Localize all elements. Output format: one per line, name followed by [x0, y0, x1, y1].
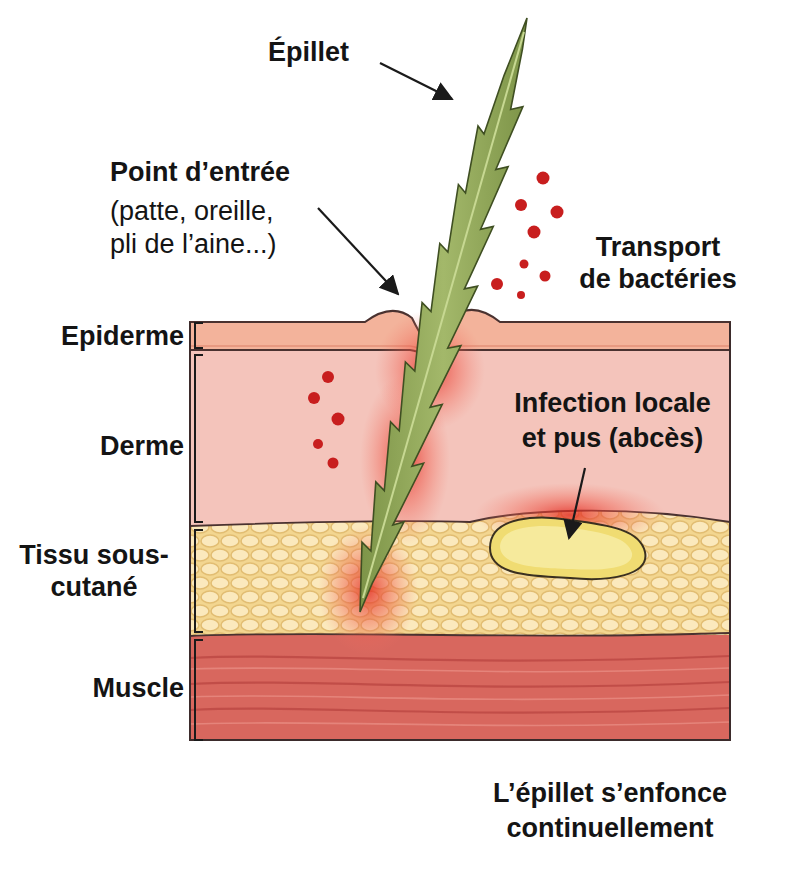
- fat-tissue: [190, 511, 730, 635]
- muscle-fibre: [190, 695, 730, 699]
- layer-label: Muscle: [4, 635, 184, 740]
- bacterium: [551, 206, 564, 219]
- bacterium: [308, 392, 320, 404]
- bracket: [195, 640, 203, 740]
- layer-label: Tissu sous-cutané: [4, 516, 184, 626]
- muscle-fibre: [190, 656, 730, 661]
- annotation-label: Point d’entrée: [110, 155, 340, 189]
- grass-awn: [360, 18, 527, 612]
- annotation-label: Infection locale et pus (abcès): [505, 386, 720, 456]
- annotation-label: L’épillet s’enfonce continuellement: [480, 776, 740, 846]
- layer-boundary: [190, 633, 730, 636]
- bacterium: [328, 458, 339, 469]
- abscess-pus: [500, 526, 632, 570]
- layer-label: Derme: [4, 358, 184, 533]
- inflammation: [318, 310, 665, 655]
- layer-brackets: [195, 323, 203, 740]
- annotation-label: Épillet: [268, 35, 398, 69]
- bacterium: [515, 199, 527, 211]
- bracket: [195, 323, 203, 348]
- leader-arrow: [380, 63, 452, 99]
- inflammation-glow: [475, 483, 665, 547]
- layer-label: Epiderme: [4, 322, 184, 350]
- muscle-fibre: [190, 722, 730, 725]
- leader-arrow: [318, 208, 398, 294]
- tissue-outline: [190, 322, 730, 740]
- bacterium: [528, 226, 541, 239]
- annotation-label: Transport de bactéries: [578, 231, 738, 295]
- muscle-fibre: [190, 682, 730, 687]
- tissue-layer: Epiderme: [190, 322, 730, 350]
- bracket: [195, 355, 203, 522]
- tissue-layer: Tissu sous-cutané: [190, 525, 730, 635]
- awn-midrib: [363, 32, 524, 598]
- inflammation-glow: [360, 375, 450, 545]
- bacterium: [322, 371, 334, 383]
- bacterium: [313, 439, 323, 449]
- annotation-label: (patte, oreille, pli de l’aine...): [110, 195, 295, 261]
- inflammation-glow: [318, 525, 418, 655]
- leader-arrows: [318, 63, 585, 538]
- bacterium: [517, 291, 525, 299]
- muscle-fibres: [190, 656, 730, 725]
- layer-boundary: [190, 511, 730, 526]
- tissue-layer: Muscle: [190, 635, 730, 740]
- bacterium: [540, 271, 551, 282]
- inflammation-glow: [375, 310, 485, 430]
- muscle-fibre: [190, 708, 730, 713]
- skin-dip: [400, 320, 466, 347]
- bacterium: [520, 260, 529, 269]
- bacterium: [332, 413, 345, 426]
- abscess: [490, 518, 645, 579]
- bracket: [195, 530, 203, 632]
- epidermis-surface: [190, 310, 730, 366]
- epidermis-line: [190, 346, 730, 362]
- bacterium: [537, 172, 550, 185]
- bacterium: [491, 278, 503, 290]
- leader-arrow: [569, 468, 585, 538]
- muscle-fibre: [190, 668, 730, 672]
